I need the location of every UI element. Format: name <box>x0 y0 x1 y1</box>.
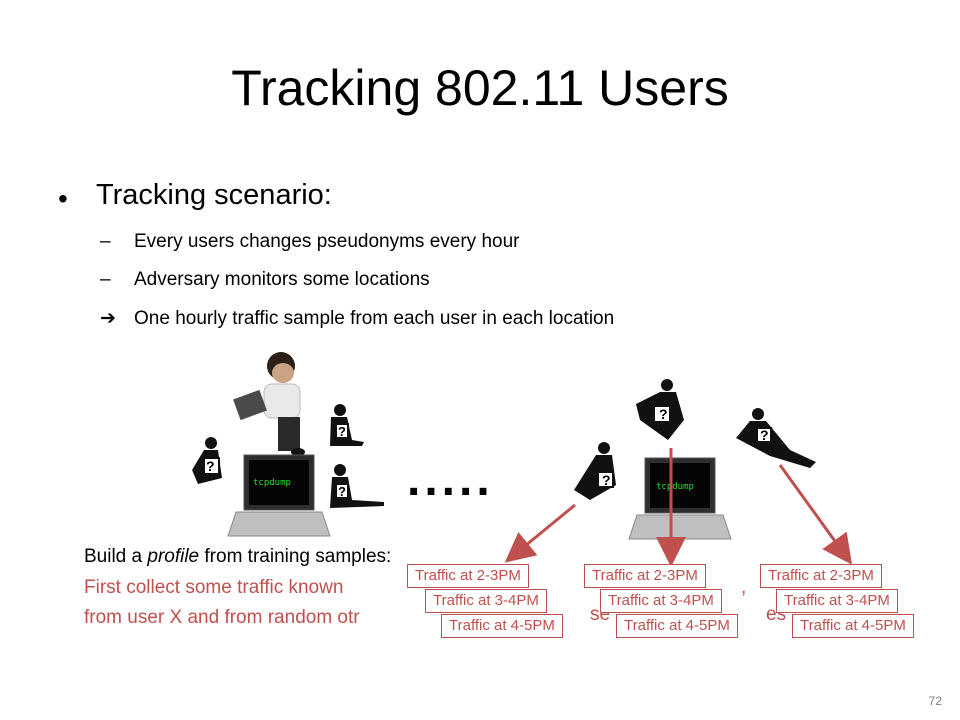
traffic-sample-box: Traffic at 4-5PM <box>792 614 914 638</box>
page-number: 72 <box>928 694 942 708</box>
bullet-marker: • <box>58 183 68 214</box>
subbullet-text: Adversary monitors some locations <box>134 269 430 290</box>
traffic-sample-box: Traffic at 3-4PM <box>600 589 722 613</box>
subbullet-text: One hourly traffic sample from each user… <box>134 308 615 329</box>
profile-line-1: Build a profile from training samples: <box>84 546 391 568</box>
profile-text: from training samples: <box>199 546 392 567</box>
traffic-sample-box: Traffic at 3-4PM <box>425 589 547 613</box>
question-mark-icon: ? <box>338 424 346 439</box>
arrow-icon <box>778 464 853 565</box>
slide-title: Tracking 802.11 Users <box>231 60 729 116</box>
traffic-sample-box: Traffic at 2-3PM <box>584 564 706 588</box>
anonymous-user-icon <box>192 437 222 484</box>
laptop-screen-text: tcpdump <box>656 482 694 492</box>
dash-marker: – <box>100 269 111 290</box>
ellipsis: ..... <box>407 453 494 506</box>
profile-text: Build a <box>84 546 148 567</box>
anonymous-user-icon <box>330 404 364 446</box>
question-mark-icon: ? <box>602 472 611 488</box>
traffic-sample-box: Traffic at 2-3PM <box>407 564 529 588</box>
monitor-laptop-icon: tcpdump <box>628 457 732 540</box>
subbullet-3: ➔ One hourly traffic sample from each use… <box>100 307 614 330</box>
anonymous-user-icon <box>736 408 816 468</box>
subbullet-1: – Every users changes pseudonyms every ho… <box>100 231 519 253</box>
anonymous-user-icon <box>330 464 384 508</box>
question-mark-icon: ? <box>760 427 769 443</box>
profile-line-3: from user X and from random otr <box>84 607 360 628</box>
standing-user-icon <box>233 352 305 456</box>
dash-marker: – <box>100 231 111 252</box>
main-bullet: Tracking scenario: <box>96 179 332 211</box>
arrow-icon: ➔ <box>100 308 116 329</box>
arrow-icon <box>504 503 576 563</box>
monitor-laptop-icon: tcpdump <box>227 454 331 537</box>
laptop-screen-text: tcpdump <box>253 478 291 488</box>
subbullet-2: – Adversary monitors some locations <box>100 269 430 291</box>
question-mark-icon: ? <box>206 458 215 474</box>
traffic-sample-box: Traffic at 2-3PM <box>760 564 882 588</box>
anonymous-user-icon <box>636 379 684 440</box>
profile-line-2-tail: , <box>741 577 747 598</box>
profile-line-2: First collect some traffic known <box>84 577 344 598</box>
subbullet-text: Every users changes pseudonyms every hou… <box>134 231 520 252</box>
question-mark-icon: ? <box>659 406 668 422</box>
profile-emphasis: profile <box>147 546 200 567</box>
traffic-sample-box: Traffic at 3-4PM <box>776 589 898 613</box>
anonymous-user-icon <box>574 442 616 500</box>
question-mark-icon: ? <box>338 484 346 499</box>
traffic-sample-box: Traffic at 4-5PM <box>441 614 563 638</box>
traffic-sample-box: Traffic at 4-5PM <box>616 614 738 638</box>
